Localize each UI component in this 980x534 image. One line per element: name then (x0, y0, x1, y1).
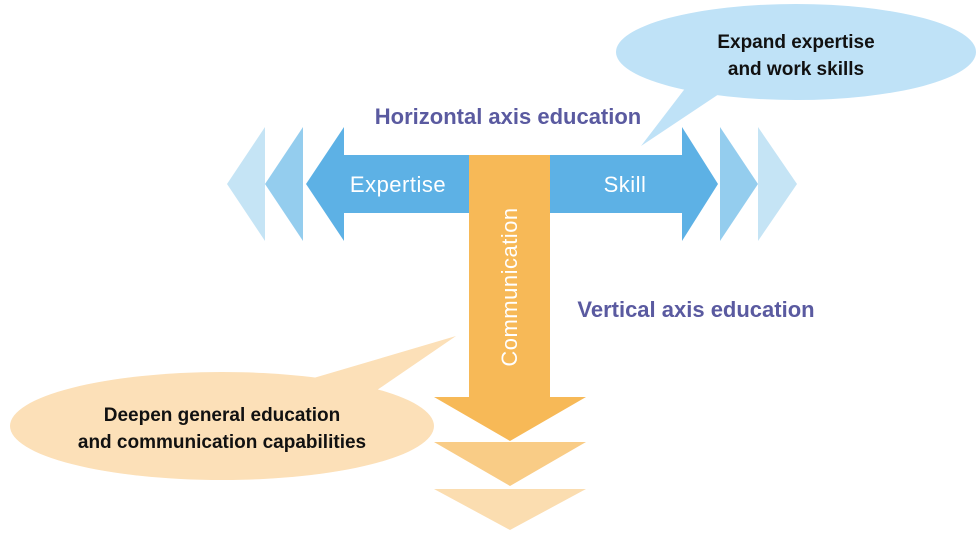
bubble-top: Expand expertise and work skills (616, 4, 976, 146)
horizontal-axis-title: Horizontal axis education (375, 104, 642, 129)
expertise-label: Expertise (350, 172, 446, 197)
right-chevron-light (758, 127, 797, 241)
communication-label: Communication (497, 207, 522, 366)
left-fade-chevrons (227, 127, 303, 241)
vertical-axis-title: Vertical axis education (577, 297, 814, 322)
down-chevron-light (434, 489, 586, 530)
bubble-bottom-line1: Deepen general education (104, 405, 341, 426)
down-fade-chevrons (434, 442, 586, 530)
skill-label: Skill (604, 172, 647, 197)
bubble-bottom: Deepen general education and communicati… (10, 336, 456, 480)
bubble-bottom-line2: and communication capabilities (78, 432, 366, 453)
vertical-arrow (434, 155, 586, 441)
bubble-top-line1: Expand expertise (717, 32, 874, 53)
bubble-top-tail (641, 82, 722, 146)
left-chevron-light (227, 127, 265, 241)
bubble-top-line2: and work skills (728, 59, 864, 80)
right-fade-chevrons (720, 127, 797, 241)
bubble-top-ellipse (616, 4, 976, 100)
left-chevron-mid (265, 127, 303, 241)
bubble-bottom-ellipse (10, 372, 434, 480)
right-chevron-mid (720, 127, 758, 241)
down-chevron-mid (434, 442, 586, 486)
